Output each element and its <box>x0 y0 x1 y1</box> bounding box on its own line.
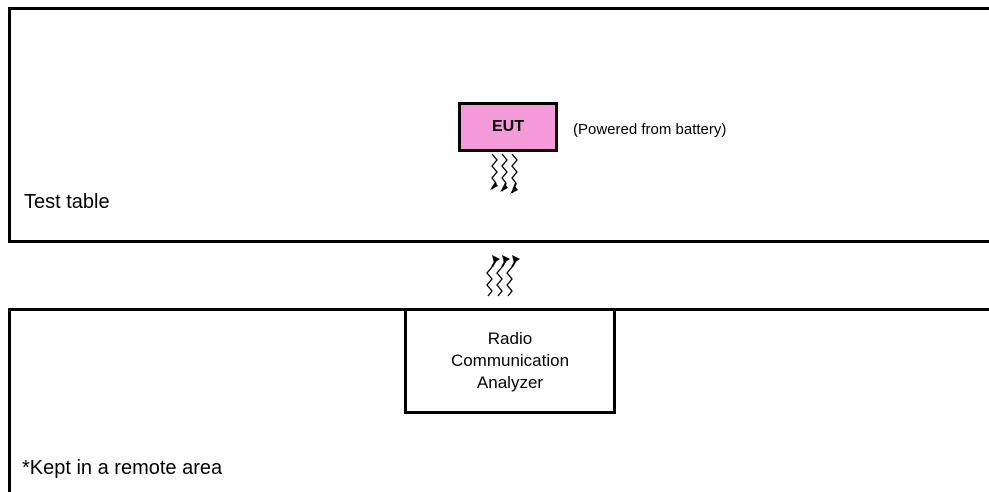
analyzer-label-line3: Analyzer <box>476 373 544 392</box>
analyzer-label-line2: Communication <box>450 351 570 370</box>
remote-area-note: *Kept in a remote area <box>22 457 223 479</box>
test-table-label: Test table <box>24 191 110 213</box>
analyzer-label-line1: Radio <box>487 329 533 348</box>
radio-communication-analyzer-box: Radio Communication Analyzer <box>404 308 616 414</box>
radio-wave-up-icon <box>486 255 520 297</box>
test-table-left-border <box>8 7 11 243</box>
remote-area-left-border <box>8 308 11 492</box>
eut-label: EUT <box>492 118 524 135</box>
eut-box: EUT <box>458 102 558 152</box>
test-table-bottom-border <box>8 240 989 243</box>
test-table-top-border <box>8 7 989 10</box>
radio-wave-down-icon <box>490 153 518 194</box>
eut-power-note: (Powered from battery) <box>573 121 727 138</box>
